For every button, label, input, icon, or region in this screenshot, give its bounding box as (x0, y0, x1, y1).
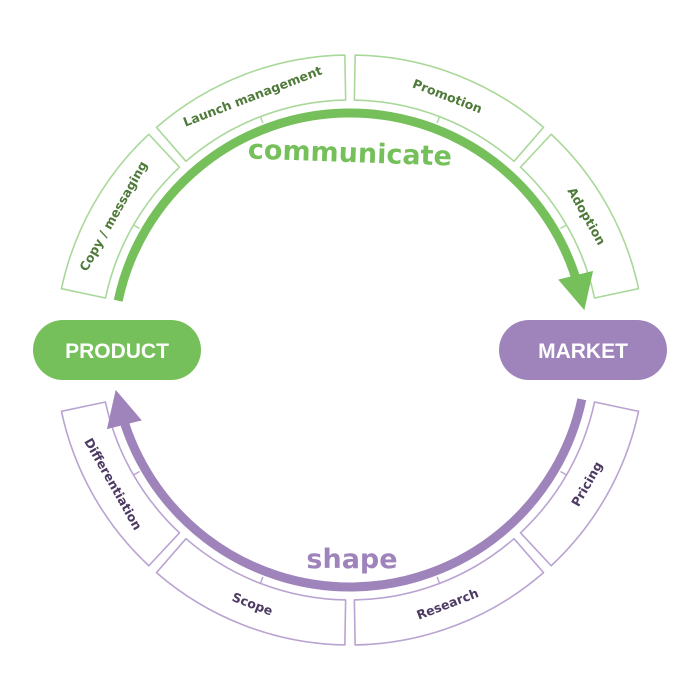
shape-segment-box (353, 537, 545, 646)
communicate-label: communicate (247, 134, 452, 172)
communicate-segment-box (353, 54, 545, 163)
shape-segment-box (60, 401, 181, 567)
communicate-segment-box (60, 133, 181, 299)
communicate-segment-box (519, 133, 640, 299)
communicate-segment-box (155, 54, 347, 163)
communicate-connector (560, 224, 567, 230)
shape-connector (259, 576, 264, 584)
communicate-arrow (113, 108, 594, 311)
communicate-connector (133, 224, 140, 230)
communicate-connector (436, 116, 441, 124)
product-label: PRODUCT (65, 340, 169, 363)
shape-segment-box (519, 401, 640, 567)
shape-connector (436, 576, 441, 584)
shape-connector (133, 470, 140, 476)
shape-arrow (106, 389, 587, 592)
market-label: MARKET (538, 340, 628, 363)
shape-connector (560, 470, 567, 476)
product-node: PRODUCT (33, 320, 201, 380)
market-node: MARKET (499, 320, 667, 380)
shape-segment-box (155, 537, 347, 646)
shape-label: shape (306, 544, 397, 575)
communicate-connector (259, 116, 264, 124)
